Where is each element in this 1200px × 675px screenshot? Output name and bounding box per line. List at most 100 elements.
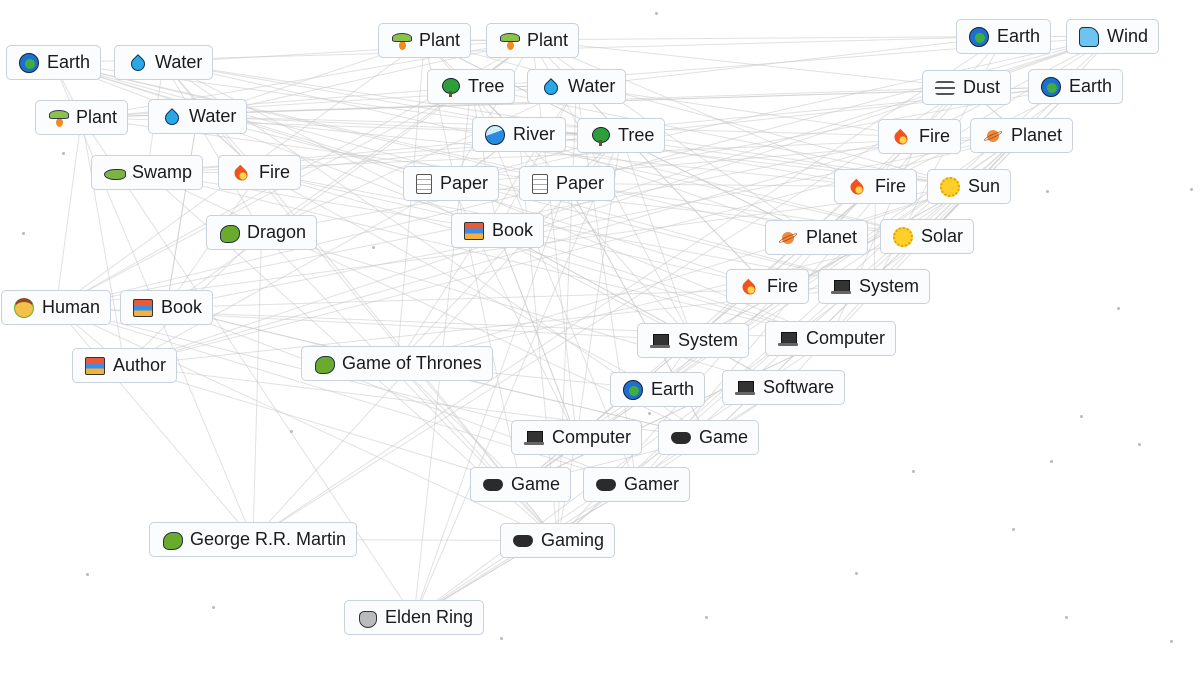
element-water[interactable]: Water [148, 99, 248, 134]
element-label: Water [155, 52, 203, 72]
element-plant[interactable]: Plant [486, 23, 580, 58]
element-george-r-r-martin[interactable]: George R.R. Martin [149, 522, 358, 557]
game-icon [483, 475, 503, 495]
element-dragon[interactable]: Dragon [206, 215, 318, 250]
connection-line [497, 230, 831, 339]
element-earth[interactable]: Earth [956, 19, 1052, 54]
element-book[interactable]: Book [451, 213, 545, 248]
element-dust[interactable]: Dust [922, 70, 1012, 105]
element-book[interactable]: Book [120, 290, 214, 325]
dragon-icon [219, 223, 240, 243]
element-planet[interactable]: Planet [970, 118, 1074, 153]
element-label: Paper [440, 173, 489, 193]
element-label: George R.R. Martin [190, 529, 347, 549]
element-earth[interactable]: Earth [1028, 69, 1124, 104]
connection-line [396, 363, 521, 485]
water-icon [540, 77, 560, 97]
element-label: Plant [76, 107, 118, 127]
connection-line [252, 232, 262, 540]
wind-icon [1079, 26, 1099, 47]
element-paper[interactable]: Paper [519, 166, 616, 201]
swamp-icon [104, 163, 126, 183]
connection-line [163, 62, 558, 541]
element-earth[interactable]: Earth [6, 45, 102, 80]
book-icon [464, 221, 484, 240]
element-planet[interactable]: Planet [765, 220, 869, 255]
element-computer[interactable]: Computer [511, 420, 643, 455]
element-computer[interactable]: Computer [765, 321, 897, 356]
element-system[interactable]: System [818, 269, 931, 304]
planet-icon [778, 228, 798, 248]
connection-line [497, 230, 784, 388]
connection-line [261, 86, 577, 233]
connection-line [557, 86, 577, 541]
tree-icon [440, 77, 460, 97]
game-icon [513, 531, 533, 551]
element-plant[interactable]: Plant [35, 100, 129, 135]
canvas-dot [500, 637, 503, 640]
element-label: River [513, 124, 556, 144]
element-label: Earth [1069, 76, 1113, 96]
element-label: Swamp [132, 162, 193, 182]
element-human[interactable]: Human [1, 290, 112, 325]
connection-line [124, 365, 521, 485]
element-label: Fire [875, 176, 906, 196]
canvas-dot [705, 616, 708, 619]
paper-icon [416, 173, 432, 194]
element-tree[interactable]: Tree [577, 118, 666, 153]
water-icon [161, 107, 181, 127]
game-icon [671, 428, 691, 448]
element-author[interactable]: Author [72, 348, 178, 383]
element-label: Earth [651, 379, 695, 399]
canvas-dot [1046, 190, 1049, 193]
element-swamp[interactable]: Swamp [91, 155, 204, 190]
element-game-of-thrones[interactable]: Game of Thrones [301, 346, 493, 381]
connection-line [396, 183, 568, 364]
element-game[interactable]: Game [470, 467, 572, 502]
element-label: Software [763, 377, 835, 397]
book-icon [133, 298, 153, 317]
dragon-icon [162, 530, 183, 550]
element-solar[interactable]: Solar [880, 219, 975, 254]
canvas-dot [1050, 460, 1053, 463]
canvas-dot [1080, 415, 1083, 418]
connection-line [532, 40, 967, 88]
element-tree[interactable]: Tree [427, 69, 516, 104]
element-plant[interactable]: Plant [378, 23, 472, 58]
sun-icon [893, 226, 913, 247]
element-label: Gamer [624, 474, 680, 494]
element-sun[interactable]: Sun [927, 169, 1012, 204]
plant-icon [48, 108, 69, 128]
connection-line [261, 86, 1076, 233]
element-fire[interactable]: Fire [726, 269, 809, 304]
canvas-dot [290, 430, 293, 433]
element-water[interactable]: Water [527, 69, 627, 104]
connection-line [197, 116, 875, 287]
element-gaming[interactable]: Gaming [500, 523, 616, 558]
canvas-dot [912, 470, 915, 473]
element-label: Dragon [247, 222, 307, 242]
element-fire[interactable]: Fire [878, 119, 961, 154]
canvas-dot [655, 12, 658, 15]
element-wind[interactable]: Wind [1066, 19, 1160, 54]
element-system[interactable]: System [637, 323, 750, 358]
canvas-dot [855, 572, 858, 575]
element-water[interactable]: Water [114, 45, 214, 80]
element-game[interactable]: Game [658, 420, 760, 455]
earth-icon [19, 52, 39, 73]
connection-line [81, 117, 125, 366]
connection-line [450, 36, 1113, 184]
element-earth[interactable]: Earth [610, 372, 706, 407]
element-software[interactable]: Software [722, 370, 846, 405]
element-fire[interactable]: Fire [834, 169, 917, 204]
fire-icon [891, 127, 911, 147]
element-river[interactable]: River [472, 117, 567, 152]
connection-line [620, 135, 694, 341]
element-fire[interactable]: Fire [218, 155, 301, 190]
element-elden-ring[interactable]: Elden Ring [344, 600, 485, 635]
connection-line [396, 186, 970, 364]
element-gamer[interactable]: Gamer [583, 467, 691, 502]
element-paper[interactable]: Paper [403, 166, 500, 201]
canvas-dot [86, 573, 89, 576]
